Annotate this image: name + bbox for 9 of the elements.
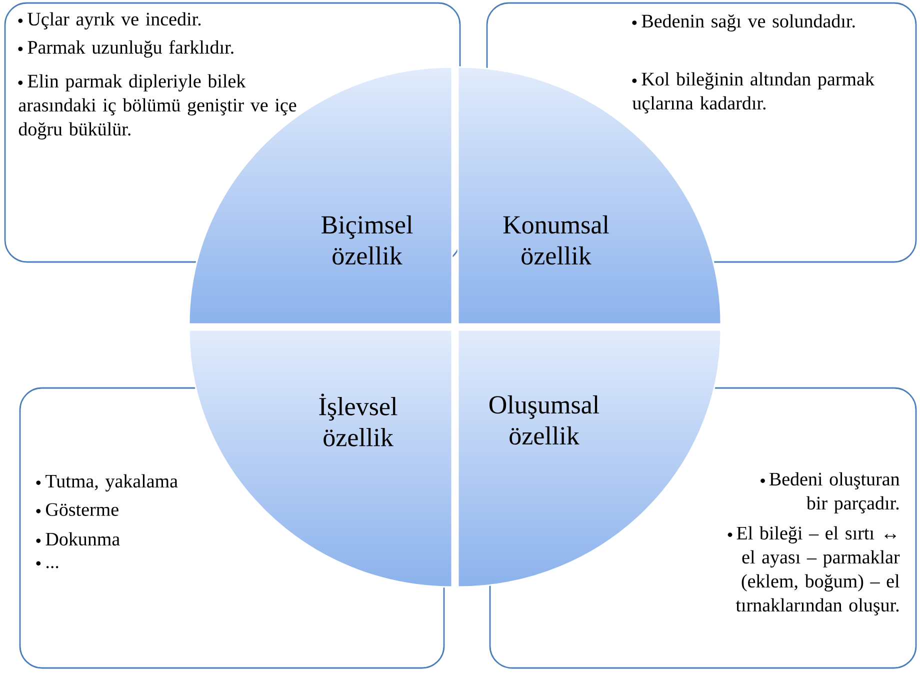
bullet-item: Bedenin sağı ve solundadır. <box>632 14 855 32</box>
bullet-item: Gösterme <box>36 503 118 516</box>
bullet-item: Uçlar ayrık ve incedir. <box>18 12 201 30</box>
bullet-item: Bedeni oluşturan bir parçadır. <box>760 472 900 514</box>
bullet-item: ... <box>36 561 58 568</box>
bullet-item: Dokunma <box>36 532 120 546</box>
bullet-item: El bileği – el sırtı ↔ el ayası – parmaklar (eklem, boğum) – el tırnaklarından oluşur. <box>728 526 900 616</box>
bullet-item: Parmak uzunluğu farklıdır. <box>18 40 234 58</box>
bullet-item: Tutma, yakalama <box>36 474 178 492</box>
